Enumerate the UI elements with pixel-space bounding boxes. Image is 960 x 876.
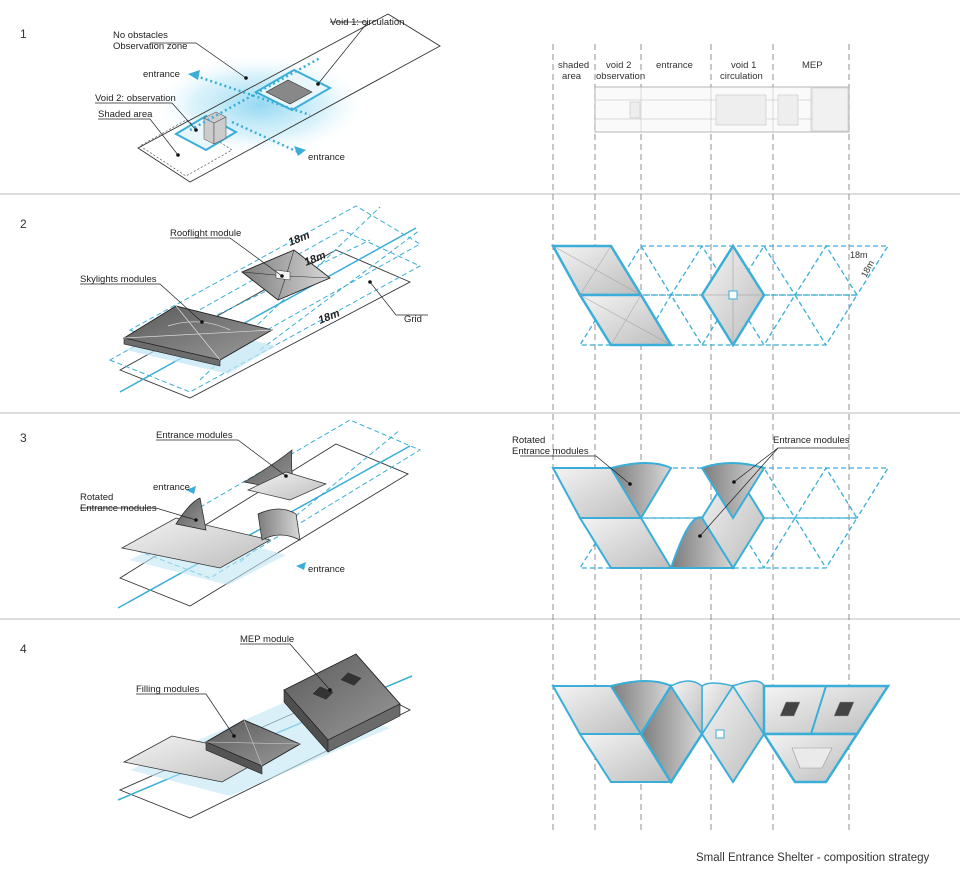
label-void1: Void 1: circulation xyxy=(330,17,404,28)
column-label-2a: void 2 xyxy=(606,60,631,71)
plan-label-entrance-modules: Entrance modules xyxy=(773,435,850,446)
column-label-4a: void 1 xyxy=(731,60,756,71)
step-number-2: 2 xyxy=(20,217,27,231)
step2-plan: 18m 18m xyxy=(550,243,890,348)
dim-18m-c: 18m xyxy=(317,307,342,326)
dim-18m-a: 18m xyxy=(287,229,312,248)
label-no-obstacles: No obstacles xyxy=(113,30,168,41)
plan-label-rotated-1: Rotated xyxy=(512,435,545,446)
label-entrance-b3: entrance xyxy=(308,564,345,575)
column-label-2b: observation xyxy=(596,71,645,82)
label-skylights: Skylights modules xyxy=(80,274,157,285)
plan-label-rotated-2: Entrance modules xyxy=(512,446,589,457)
column-label-1b: area xyxy=(562,71,582,82)
plan-dim-top: 18m xyxy=(850,250,868,260)
label-rotated-2: Entrance modules xyxy=(80,503,157,514)
step3-axonometric: Entrance modules entrance Rotated Entran… xyxy=(80,419,422,609)
column-label-3a: entrance xyxy=(656,60,693,71)
column-label-5a: MEP xyxy=(802,60,823,71)
step1-axonometric: No obstacles Observation zone Void 1: ci… xyxy=(95,13,441,183)
step-number-3: 3 xyxy=(20,431,27,445)
step1-plan-strip: shaded area void 2 observation entrance … xyxy=(558,60,850,133)
label-entrance-a3: entrance xyxy=(153,482,190,493)
label-shaded: Shaded area xyxy=(98,109,153,120)
dim-18m-b: 18m xyxy=(303,249,328,268)
label-grid: Grid xyxy=(404,314,422,325)
label-observation-zone: Observation zone xyxy=(113,41,187,52)
step-number-1: 1 xyxy=(20,27,27,41)
label-void2: Void 2: observation xyxy=(95,93,176,104)
column-label-4b: circulation xyxy=(720,71,763,82)
label-mep: MEP module xyxy=(240,634,294,645)
step4-plan xyxy=(551,680,891,785)
step2-axonometric: Rooflight module Skylights modules Grid … xyxy=(80,205,428,399)
step3-plan: Rotated Entrance modules Entrance module… xyxy=(512,435,890,570)
step4-axonometric: MEP module Filling modules xyxy=(117,634,413,819)
figure-caption: Small Entrance Shelter - composition str… xyxy=(696,852,930,864)
column-label-1a: shaded xyxy=(558,60,589,71)
section-dividers xyxy=(0,193,960,620)
step-number-4: 4 xyxy=(20,642,27,656)
label-rooflight: Rooflight module xyxy=(170,228,241,239)
label-entrance-a: entrance xyxy=(143,69,180,80)
label-rotated-1: Rotated xyxy=(80,492,113,503)
label-entrance-modules: Entrance modules xyxy=(156,430,233,441)
label-filling: Filling modules xyxy=(136,684,200,695)
label-entrance-b: entrance xyxy=(308,152,345,163)
